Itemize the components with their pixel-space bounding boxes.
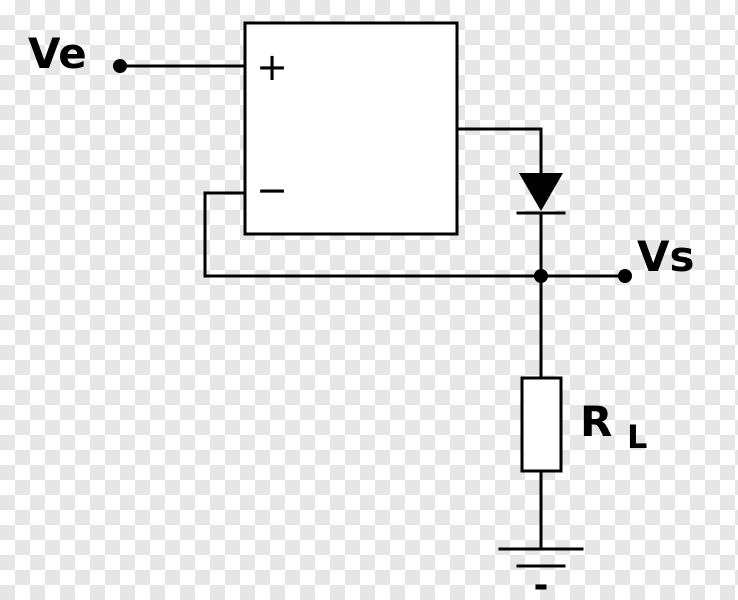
- resistor-label: R L: [580, 397, 647, 456]
- input-label: Ve: [28, 29, 87, 78]
- resistor-label-main: R: [580, 397, 612, 446]
- load-resistor: [520, 376, 563, 473]
- ground-minus-sign: -: [534, 565, 549, 600]
- output-label: Vs: [637, 232, 695, 281]
- resistor-label-subscript: L: [627, 418, 647, 456]
- output-wire: [455, 127, 543, 176]
- diode-symbol: [519, 173, 563, 211]
- output-terminal-dot: [618, 269, 632, 283]
- plus-sign: +: [256, 45, 288, 89]
- minus-sign: −: [256, 168, 288, 212]
- feedback-wire: [203, 191, 543, 278]
- op-amp-box: [243, 21, 459, 236]
